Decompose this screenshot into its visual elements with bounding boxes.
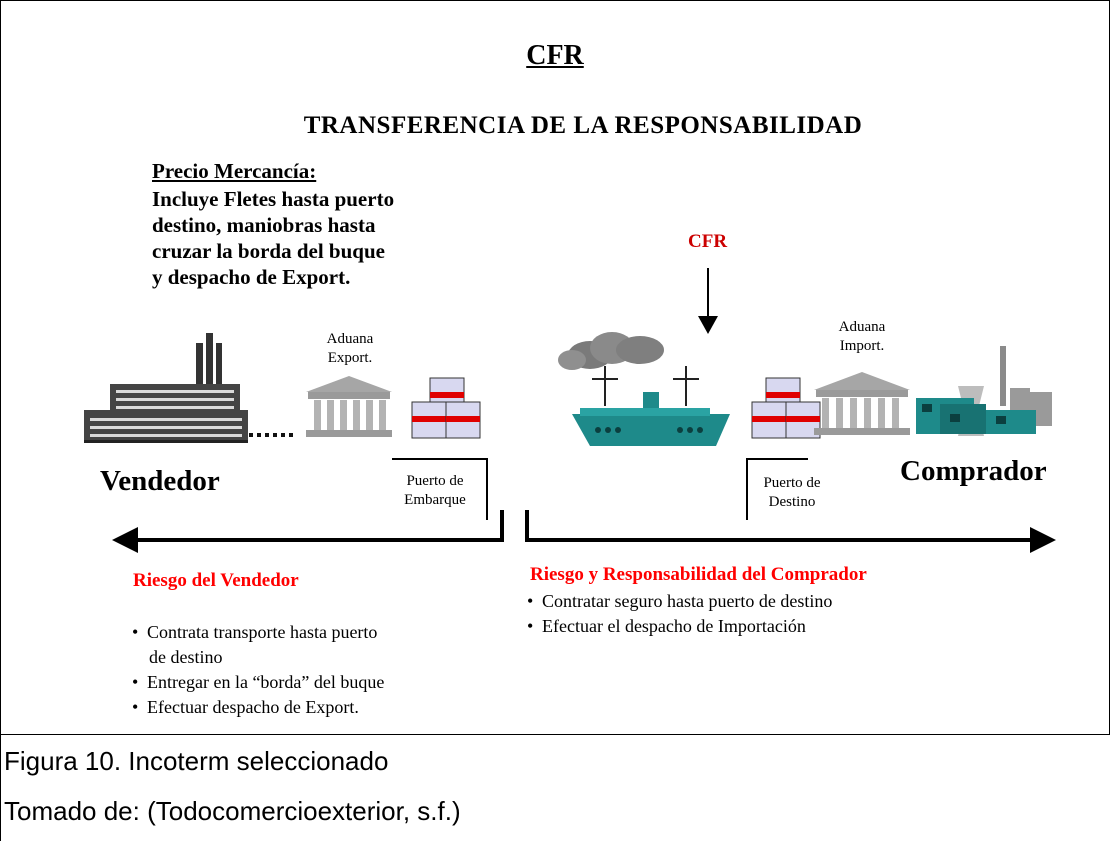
customs-export-line: Aduana: [326, 331, 374, 347]
customs-import-line: Import.: [839, 338, 885, 354]
seller-risk-list: Contrata transporte hasta puerto de dest…: [130, 620, 384, 720]
customs-building-icon: [814, 372, 910, 435]
port-destination-bracket: [746, 458, 808, 520]
arrow-down-icon: [698, 268, 718, 334]
list-item: Entregar en la “borda” del buque: [130, 670, 384, 695]
transfer-point-label: CFR: [688, 231, 728, 252]
price-line: y despacho de Export.: [152, 265, 351, 289]
cargo-crates-icon: [751, 377, 821, 439]
buyer-risk-list: Contratar seguro hasta puerto de destino…: [525, 589, 832, 639]
list-item-text: de destino: [149, 647, 223, 667]
port-departure-line: Puerto de: [406, 473, 464, 489]
buyer-risk-arrow: [525, 510, 1056, 553]
figure-source: Tomado de: (Todocomercioexterior, s.f.): [4, 796, 461, 826]
cargo-crates-icon: [411, 377, 481, 439]
page-title: CFR: [526, 40, 584, 71]
ship-icon: [558, 332, 730, 446]
price-line: cruzar la borda del buque: [152, 239, 385, 263]
margin-rule: [0, 734, 1, 841]
dotted-path: [249, 433, 293, 437]
customs-import-label: Aduana Import.: [830, 318, 894, 356]
seller-label: Vendedor: [100, 465, 220, 497]
list-item: Efectuar el despacho de Importación: [525, 614, 832, 639]
figure-caption: Figura 10. Incoterm seleccionado: [4, 746, 389, 776]
list-item: Contrata transporte hasta puerto: [130, 620, 384, 645]
factory-icon: [84, 333, 248, 443]
port-departure-line: Embarque: [404, 492, 466, 508]
price-description: Incluye Fletes hasta puerto destino, man…: [152, 186, 394, 290]
port-destination-label: Puerto de Destino: [752, 474, 832, 512]
list-item: Contratar seguro hasta puerto de destino: [525, 589, 832, 614]
power-plant-icon: [916, 346, 1052, 436]
customs-import-line: Aduana: [838, 319, 886, 335]
list-item-continuation: de destino: [130, 645, 384, 670]
buyer-label: Comprador: [900, 455, 1047, 487]
customs-export-line: Export.: [327, 350, 373, 366]
price-heading: Precio Mercancía:: [152, 159, 317, 183]
list-item: Efectuar despacho de Export.: [130, 695, 384, 720]
seller-risk-title: Riesgo del Vendedor: [133, 570, 299, 591]
port-destination-line: Puerto de: [763, 475, 821, 491]
customs-building-icon: [306, 376, 392, 437]
diagram-subtitle: TRANSFERENCIA DE LA RESPONSABILIDAD: [303, 112, 863, 139]
port-destination-line: Destino: [768, 494, 816, 510]
buyer-risk-title: Riesgo y Responsabilidad del Comprador: [530, 564, 867, 585]
price-line: destino, maniobras hasta: [152, 213, 376, 237]
seller-risk-arrow: [112, 510, 504, 553]
port-departure-bracket: [392, 458, 488, 520]
customs-export-label: Aduana Export.: [318, 330, 382, 368]
port-departure-label: Puerto de Embarque: [392, 472, 478, 510]
price-line: Incluye Fletes hasta puerto: [152, 187, 395, 211]
